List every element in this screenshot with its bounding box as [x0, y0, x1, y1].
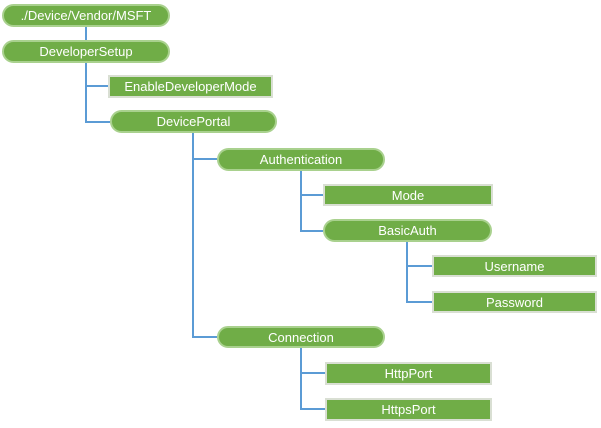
- connector-branch-enabledevelopermode: [85, 85, 108, 87]
- connector-branch-username: [406, 265, 432, 267]
- connector-branch-password: [406, 301, 432, 303]
- connector-connection-trunk: [300, 348, 302, 410]
- connector-deviceportal-trunk: [192, 133, 194, 338]
- connector-basicauth-trunk: [406, 242, 408, 303]
- connector-branch-deviceportal: [85, 121, 110, 123]
- connector-branch-httpport: [300, 372, 325, 374]
- node-httpsport: HttpsPort: [325, 398, 492, 421]
- node-device-vendor-msft: ./Device/Vendor/MSFT: [2, 4, 170, 27]
- connector-branch-authentication: [192, 158, 217, 160]
- node-deviceportal: DevicePortal: [110, 110, 277, 133]
- node-mode: Mode: [323, 184, 493, 206]
- node-enabledevelopermode: EnableDeveloperMode: [108, 75, 273, 98]
- node-connection: Connection: [217, 326, 385, 348]
- connector-authentication-trunk: [300, 170, 302, 232]
- connector-branch-httpsport: [300, 408, 325, 410]
- connector-developersetup-trunk: [85, 63, 87, 123]
- node-basicauth: BasicAuth: [323, 219, 492, 242]
- node-password: Password: [432, 291, 597, 313]
- node-httpport: HttpPort: [325, 362, 492, 385]
- connector-branch-connection: [192, 336, 217, 338]
- connector-branch-mode: [300, 194, 323, 196]
- connector-branch-basicauth: [300, 230, 323, 232]
- node-developersetup: DeveloperSetup: [2, 40, 170, 63]
- node-username: Username: [432, 255, 597, 277]
- node-authentication: Authentication: [217, 148, 385, 171]
- connector-root-to-developersetup: [85, 27, 87, 40]
